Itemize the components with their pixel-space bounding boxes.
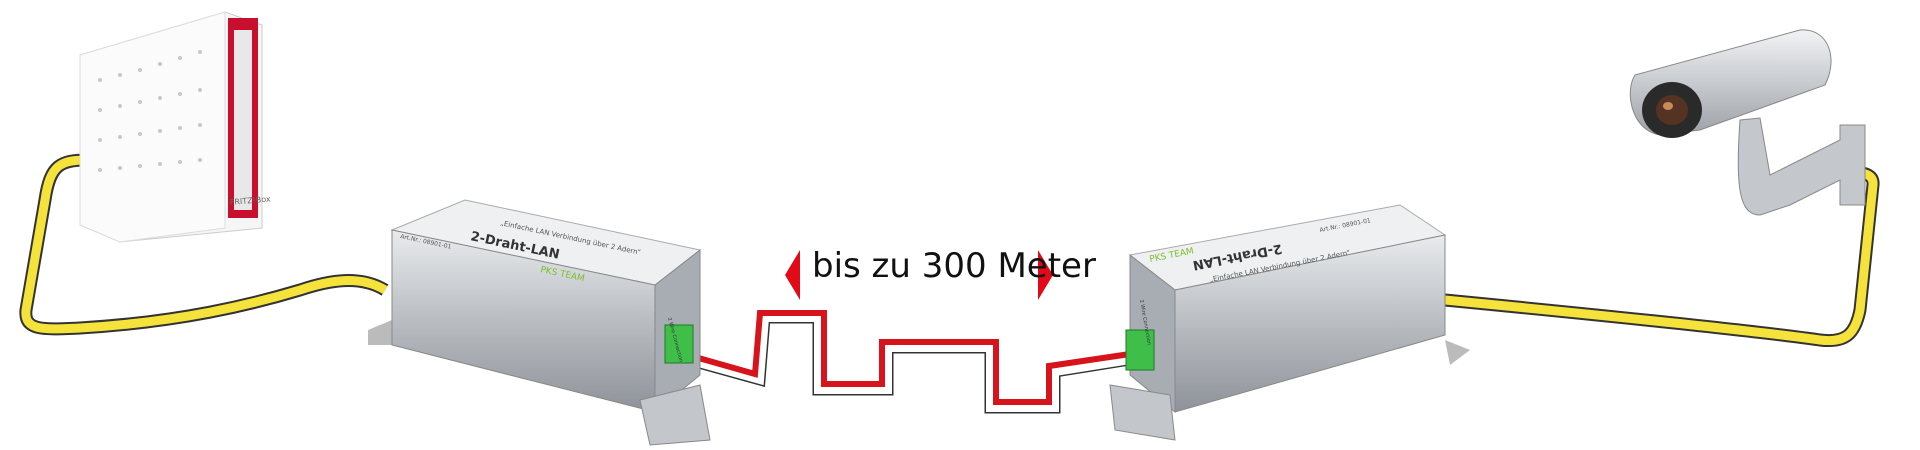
router-brand: FRITZ!Box: [229, 194, 271, 207]
distance-label: bis zu 300 Meter: [812, 246, 1096, 286]
camera-image: [1629, 29, 1866, 216]
router-image: FRITZ!Box: [79, 11, 271, 243]
arrow-right-icon: [1038, 250, 1053, 300]
lan-cable-right: [1444, 165, 1880, 348]
adapter-left-image: 2-Draht-LAN „Einfache LAN Verbindung übe…: [368, 199, 711, 446]
arrow-left-icon: [785, 250, 800, 300]
adapter-right-image: 2-Draht-LAN „Einfache LAN Verbindung übe…: [1109, 204, 1470, 441]
two-wire-cable: [693, 310, 1131, 414]
